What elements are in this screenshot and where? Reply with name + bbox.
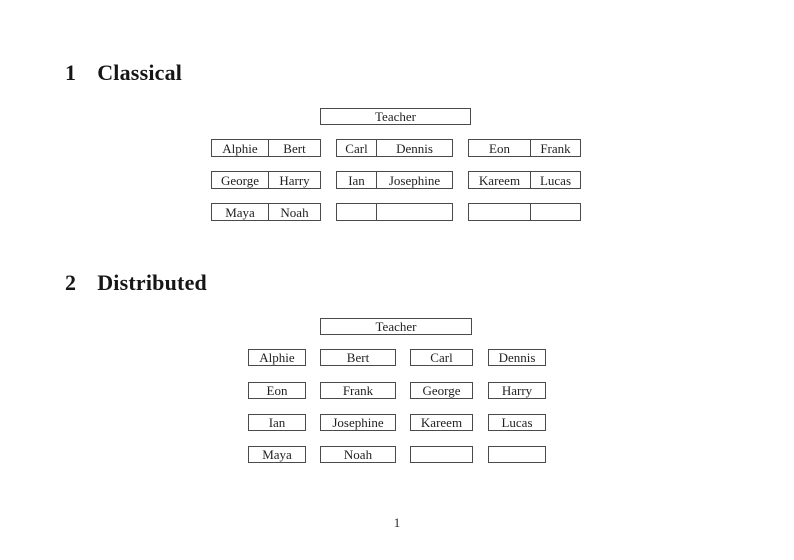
- student-name-cell: Carl: [337, 140, 377, 156]
- student-box: Maya: [248, 446, 306, 463]
- student-name-cell: [377, 204, 452, 220]
- student-name-cell: [531, 204, 580, 220]
- student-pair-box: George Harry: [211, 171, 321, 189]
- teacher-label: Teacher: [375, 109, 416, 124]
- student-box: Eon: [248, 382, 306, 399]
- student-name-cell: [337, 204, 377, 220]
- student-pair-box-empty: [336, 203, 453, 221]
- student-name-cell: Ian: [337, 172, 377, 188]
- section-title: Distributed: [97, 270, 207, 295]
- student-box: Carl: [410, 349, 473, 366]
- student-pair-box: Alphie Bert: [211, 139, 321, 157]
- section-number: 2: [65, 270, 77, 295]
- student-pair-box: Eon Frank: [468, 139, 581, 157]
- teacher-box: Teacher: [320, 318, 472, 335]
- student-name-cell: [469, 204, 531, 220]
- student-pair-box-empty: [468, 203, 581, 221]
- student-box: Kareem: [410, 414, 473, 431]
- student-name-cell: Dennis: [396, 140, 433, 156]
- student-box: Josephine: [320, 414, 396, 431]
- student-box: Harry: [488, 382, 546, 399]
- section-title: Classical: [97, 60, 183, 85]
- student-pair-box: Ian Josephine: [336, 171, 453, 189]
- student-name-cell: Bert: [283, 140, 306, 156]
- student-box: George: [410, 382, 473, 399]
- student-name-cell: Kareem: [469, 172, 531, 188]
- student-name-cell: Maya: [212, 204, 269, 220]
- teacher-box: Teacher: [320, 108, 471, 125]
- student-box: Ian: [248, 414, 306, 431]
- student-name-cell: Josephine: [388, 172, 441, 188]
- page-number: 1: [393, 515, 401, 530]
- student-box: Lucas: [488, 414, 546, 431]
- student-name-cell: Eon: [469, 140, 531, 156]
- section-classical-heading: 1 Classical: [65, 62, 182, 84]
- student-box: Bert: [320, 349, 396, 366]
- student-pair-box: Maya Noah: [211, 203, 321, 221]
- student-name-cell: Alphie: [212, 140, 269, 156]
- student-box: Alphie: [248, 349, 306, 366]
- teacher-label: Teacher: [375, 319, 417, 334]
- student-box: Dennis: [488, 349, 546, 366]
- student-name-cell: George: [212, 172, 269, 188]
- student-name-cell: Lucas: [539, 172, 572, 188]
- student-box: Frank: [320, 382, 396, 399]
- student-box: Noah: [320, 446, 396, 463]
- section-distributed-heading: 2 Distributed: [65, 272, 207, 294]
- student-name-cell: Noah: [280, 204, 309, 220]
- student-box-empty: [488, 446, 546, 463]
- student-pair-box: Kareem Lucas: [468, 171, 581, 189]
- student-name-cell: Frank: [540, 140, 571, 156]
- student-box-empty: [410, 446, 473, 463]
- section-number: 1: [65, 60, 77, 85]
- student-name-cell: Harry: [279, 172, 310, 188]
- student-pair-box: Carl Dennis: [336, 139, 453, 157]
